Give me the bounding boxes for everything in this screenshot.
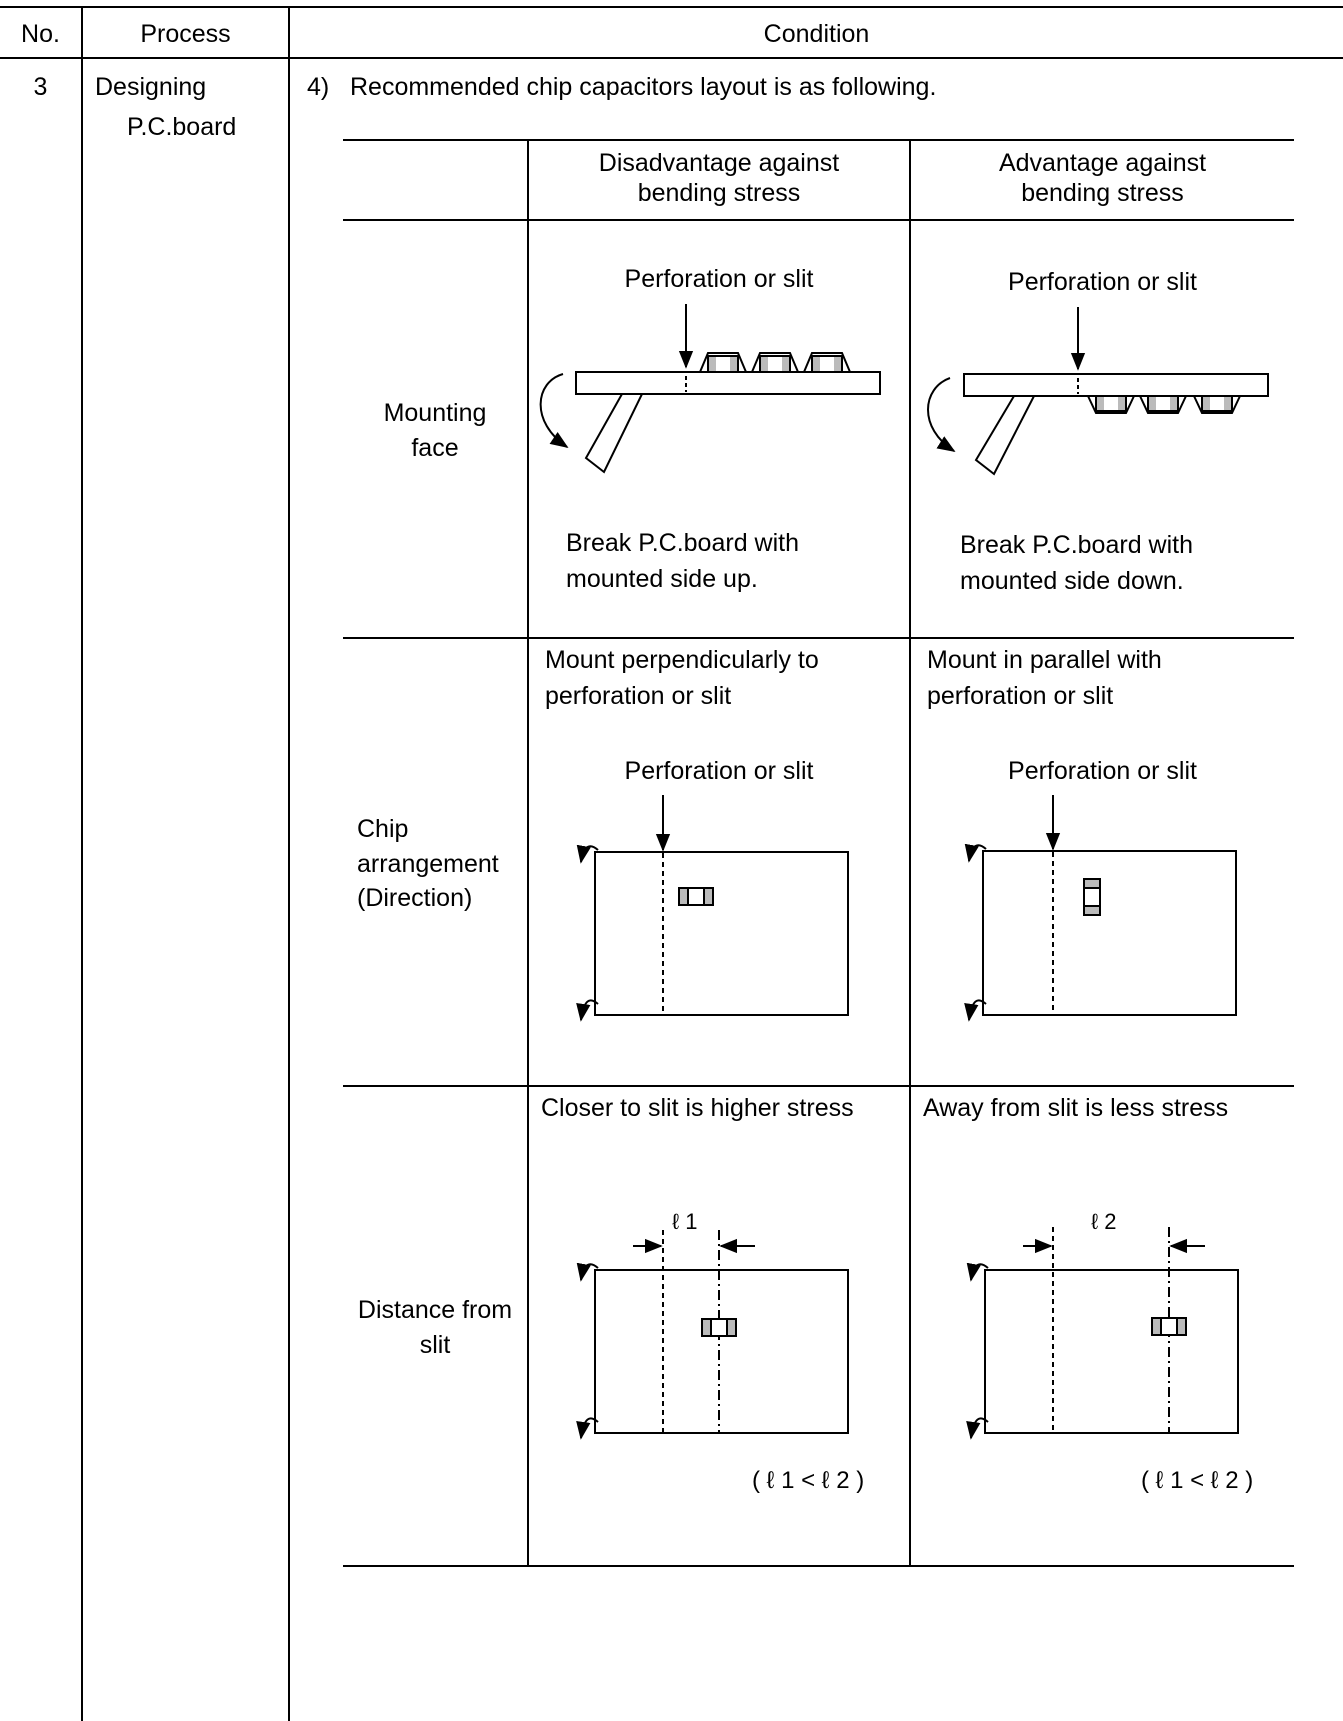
header-no: No. bbox=[21, 20, 60, 48]
bend-arrow-icon bbox=[966, 1417, 989, 1440]
row-label-mounting-line2: face bbox=[411, 434, 459, 462]
heading: Away from slit is less stress bbox=[923, 1094, 1229, 1122]
bend-arrow-icon bbox=[576, 844, 599, 864]
row-number: 3 bbox=[33, 73, 48, 101]
inner-rule-row2 bbox=[343, 1085, 1294, 1087]
process-name-line1: Designing bbox=[95, 73, 207, 101]
relation-note: ( ℓ 1 < ℓ 2 ) bbox=[752, 1467, 865, 1494]
caption-line1: Break P.C.board with bbox=[566, 529, 799, 557]
inner-rule-top bbox=[343, 139, 1294, 141]
bend-arrow-icon bbox=[964, 999, 987, 1022]
chip-icon bbox=[701, 1318, 737, 1337]
bend-arrow-icon bbox=[576, 1417, 599, 1440]
chip-icon bbox=[1193, 395, 1241, 414]
mounting-up-diagram bbox=[539, 304, 881, 474]
header-condition: Condition bbox=[763, 20, 870, 48]
column-divider-process bbox=[288, 6, 290, 1721]
col-advantage-line2: bending stress bbox=[1021, 179, 1184, 207]
bend-arrow-icon bbox=[964, 843, 987, 863]
bend-arrow-icon bbox=[966, 1262, 989, 1282]
inner-rule-row1 bbox=[343, 637, 1294, 639]
chip-icon bbox=[678, 887, 714, 906]
slit-label: Perforation or slit bbox=[1008, 757, 1197, 785]
row-label-mounting-line1: Mounting bbox=[383, 399, 487, 427]
col-disadvantage-line2: bending stress bbox=[637, 179, 801, 207]
chip-icon bbox=[1139, 395, 1187, 414]
closer-distance-diagram bbox=[576, 1230, 849, 1440]
inner-rule-bottom bbox=[343, 1565, 1294, 1567]
heading-line1: Mount perpendicularly to bbox=[545, 646, 819, 674]
dimension-label-l1: ℓ 1 bbox=[672, 1209, 698, 1234]
caption-line1: Break P.C.board with bbox=[960, 531, 1193, 559]
chip-icon bbox=[751, 352, 799, 373]
col-disadvantage-line1: Disadvantage against bbox=[598, 149, 840, 177]
row-label-chip-line1: Chip bbox=[357, 815, 409, 843]
inner-divider-mid bbox=[909, 139, 911, 1567]
slit-label: Perforation or slit bbox=[624, 757, 814, 785]
column-divider-no bbox=[81, 6, 83, 1721]
heading-line2: perforation or slit bbox=[927, 682, 1114, 710]
heading: Closer to slit is higher stress bbox=[541, 1094, 854, 1122]
row-label-chip-line2: arrangement bbox=[357, 850, 499, 878]
chip-icon bbox=[699, 352, 747, 373]
heading-line2: perforation or slit bbox=[545, 682, 732, 710]
bend-arrow-icon bbox=[539, 373, 569, 449]
pcb-board-top-view bbox=[594, 1269, 849, 1434]
bend-arrow-icon bbox=[576, 1262, 599, 1282]
caption-line2: mounted side down. bbox=[960, 567, 1184, 595]
caption-line2: mounted side up. bbox=[566, 565, 758, 593]
bend-arrow-icon bbox=[927, 377, 956, 452]
chip-icon bbox=[803, 352, 851, 373]
pcb-board bbox=[575, 371, 881, 395]
broken-board-piece bbox=[584, 393, 686, 474]
header-bottom-rule bbox=[0, 57, 1343, 59]
row-label-chip-line3: (Direction) bbox=[357, 884, 473, 912]
slit-label: Perforation or slit bbox=[624, 265, 814, 293]
header-process: Process bbox=[140, 20, 231, 48]
pcb-board-top-view bbox=[984, 1269, 1239, 1434]
mounting-down-diagram bbox=[927, 307, 1269, 476]
chip-icon bbox=[1151, 1317, 1187, 1336]
row-label-distance-line2: slit bbox=[419, 1331, 451, 1359]
pcb-board-top-view bbox=[594, 851, 849, 1016]
item-text: Recommended chip capacitors layout is as… bbox=[350, 73, 937, 101]
inner-rule-header bbox=[343, 219, 1294, 221]
pcb-board-top-view bbox=[982, 850, 1237, 1016]
process-name-line2: P.C.board bbox=[127, 113, 237, 141]
relation-note: ( ℓ 1 < ℓ 2 ) bbox=[1141, 1467, 1254, 1494]
away-distance-diagram bbox=[966, 1227, 1239, 1440]
pcb-board bbox=[963, 373, 1269, 397]
item-number: 4) bbox=[307, 73, 330, 101]
slit-label: Perforation or slit bbox=[1008, 268, 1197, 296]
bend-arrow-icon bbox=[576, 999, 599, 1022]
chip-icon bbox=[1087, 395, 1135, 414]
dimension-label-l2: ℓ 2 bbox=[1091, 1209, 1117, 1234]
row-label-distance-line1: Distance from bbox=[357, 1296, 513, 1324]
inner-divider-left bbox=[527, 139, 529, 1567]
chip-icon bbox=[1083, 878, 1101, 916]
heading-line1: Mount in parallel with bbox=[927, 646, 1162, 674]
perpendicular-diagram bbox=[576, 795, 849, 1022]
table-top-rule bbox=[0, 6, 1343, 8]
col-advantage-line1: Advantage against bbox=[998, 149, 1207, 177]
parallel-diagram bbox=[964, 795, 1237, 1022]
broken-board-piece bbox=[974, 395, 1078, 476]
